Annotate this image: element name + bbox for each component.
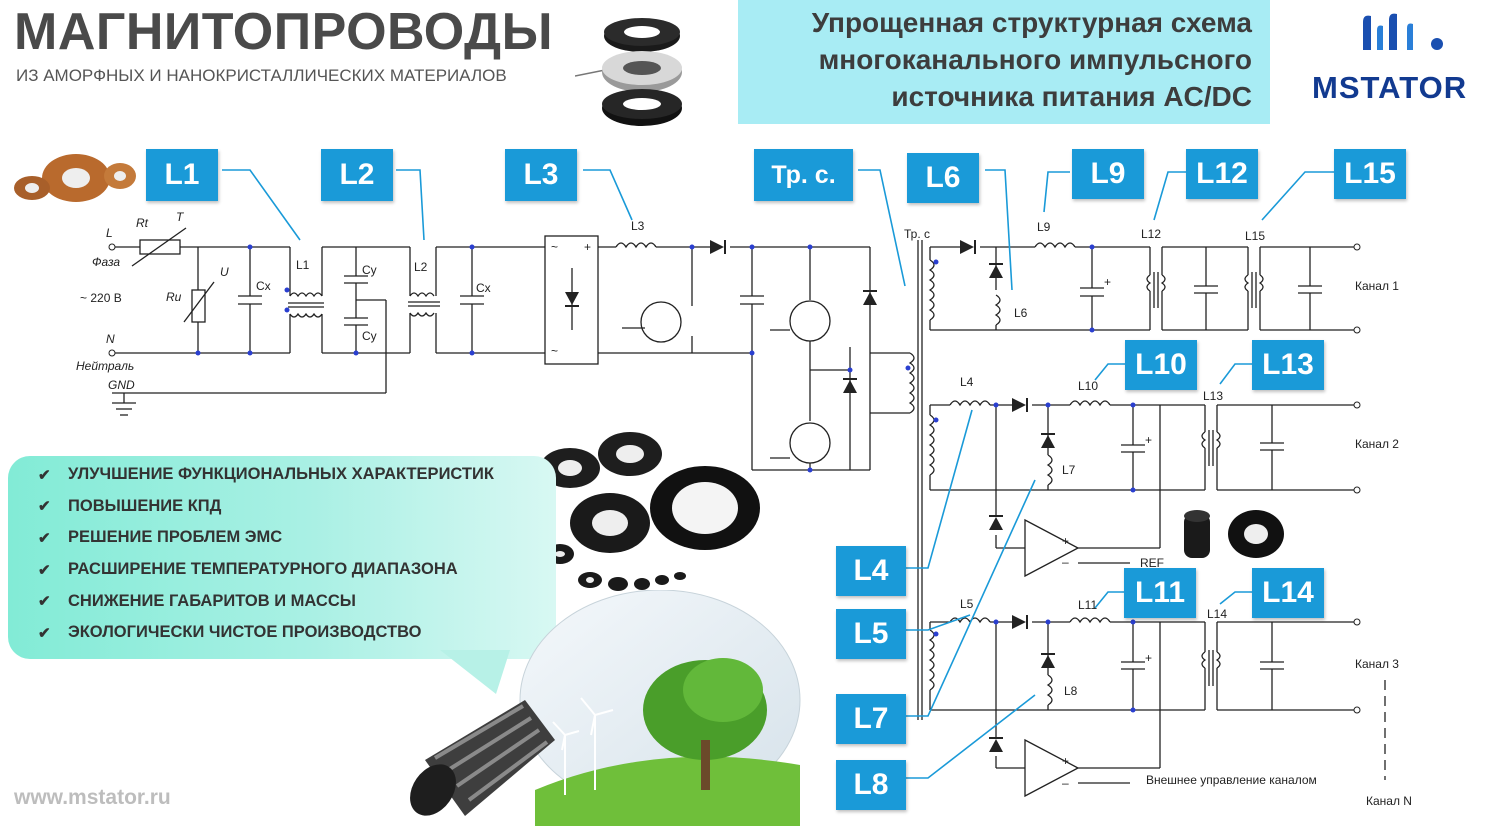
external-control-label: Внешнее управление каналом bbox=[1146, 773, 1317, 787]
diagram-title-line-1: Упрощенная структурная схема bbox=[811, 7, 1252, 38]
opamp-2-plus-label: + bbox=[1062, 754, 1070, 768]
l13-schematic-label: L13 bbox=[1203, 389, 1224, 403]
ru-label: Ru bbox=[166, 290, 182, 304]
diagram-title-line-2: многоканального импульсного bbox=[818, 44, 1252, 75]
opamp-1-plus-label: + bbox=[1062, 534, 1070, 548]
l10-schematic-label: L10 bbox=[1078, 379, 1099, 393]
rt-label: Rt bbox=[136, 216, 148, 230]
benefit-text: ЭКОЛОГИЧЕСКИ ЧИСТОЕ ПРОИЗВОДСТВО bbox=[68, 623, 422, 642]
rectifier-plus-label: + bbox=[584, 240, 592, 254]
channel-n-label: Канал N bbox=[1366, 794, 1412, 808]
rectifier-ac-in-label: ~ bbox=[551, 240, 559, 254]
benefits-list: ✔УЛУЧШЕНИЕ ФУНКЦИОНАЛЬНЫХ ХАРАКТЕРИСТИК … bbox=[38, 459, 494, 649]
benefits-panel bbox=[8, 456, 556, 659]
mstator-logo-icon bbox=[1363, 13, 1443, 51]
checkmark-icon: ✔ bbox=[38, 466, 51, 484]
badge-l11: L11 bbox=[1124, 568, 1196, 618]
l3-schematic-label: L3 bbox=[631, 219, 645, 233]
toroidal-inductors-image bbox=[14, 154, 136, 202]
checkmark-icon: ✔ bbox=[38, 624, 51, 642]
badge-l4: L4 bbox=[836, 546, 906, 596]
benefit-item: ✔ РЕШЕНИЕ ПРОБЛЕМ ЭМС bbox=[38, 522, 494, 554]
phase-label: Фаза bbox=[92, 255, 121, 269]
website-url: www.mstator.ru bbox=[14, 786, 171, 809]
badge-l7: L7 bbox=[836, 694, 906, 744]
c-plus-2-label: + bbox=[1145, 433, 1153, 447]
badge-l5: L5 bbox=[836, 609, 906, 659]
l11-schematic-label: L11 bbox=[1078, 598, 1098, 612]
eco-light-bulb-image bbox=[410, 590, 801, 826]
brand-logo-text: MSTATOR bbox=[1312, 70, 1468, 105]
badge-l10: L10 bbox=[1125, 340, 1197, 390]
checkmark-icon: ✔ bbox=[38, 498, 51, 516]
opamp-1-minus-label: – bbox=[1062, 555, 1069, 569]
page-subtitle: ИЗ АМОРФНЫХ И НАНОКРИСТАЛЛИЧЕСКИХ МАТЕРИ… bbox=[16, 66, 507, 85]
cy1-label: Cy bbox=[362, 263, 377, 277]
l1-schematic-label: L1 bbox=[296, 258, 310, 272]
l6-schematic-label: L6 bbox=[1014, 306, 1028, 320]
channel-1-label: Канал 1 bbox=[1355, 279, 1399, 293]
gnd-label: GND bbox=[108, 378, 135, 392]
benefit-text: СНИЖЕНИЕ ГАБАРИТОВ И МАССЫ bbox=[68, 591, 356, 610]
diagram-title-box: Упрощенная структурная схема многоканаль… bbox=[738, 0, 1270, 124]
channel-3-label: Канал 3 bbox=[1355, 657, 1399, 671]
l9-schematic-label: L9 bbox=[1037, 220, 1051, 234]
magnetic-cores-image bbox=[575, 18, 682, 126]
diagram-title-line-3: источника питания AC/DC bbox=[891, 81, 1252, 112]
badge-l15: L15 bbox=[1334, 149, 1406, 199]
checkmark-icon: ✔ bbox=[38, 593, 51, 611]
cx2-label: Cx bbox=[476, 281, 491, 295]
speech-bubble-tail bbox=[440, 650, 510, 694]
c-plus-3-label: + bbox=[1145, 651, 1153, 665]
opamp-2-minus-label: – bbox=[1062, 776, 1069, 790]
rectifier-ac-out-label: ~ bbox=[551, 344, 559, 358]
benefit-item: ✔ ПОВЫШЕНИЕ КПД bbox=[38, 491, 494, 523]
neutral-terminal-label: N bbox=[106, 332, 115, 346]
badge-l14: L14 bbox=[1252, 568, 1324, 618]
t-label: T bbox=[176, 210, 184, 224]
neutral-label: Нейтраль bbox=[76, 359, 135, 373]
l5-schematic-label: L5 bbox=[960, 597, 974, 611]
ferrite-cores-image bbox=[524, 432, 760, 591]
l8-schematic-label: L8 bbox=[1064, 684, 1078, 698]
benefit-text: РАСШИРЕНИЕ ТЕМПЕРАТУРНОГО ДИАПАЗОНА bbox=[68, 560, 458, 579]
badge-l12: L12 bbox=[1186, 149, 1258, 199]
benefit-item: ✔ ЭКОЛОГИЧЕСКИ ЧИСТОЕ ПРОИЗВОДСТВО bbox=[38, 617, 494, 649]
l15-schematic-label: L15 bbox=[1245, 229, 1266, 243]
badge-transformer: Тр. с. bbox=[754, 149, 853, 201]
l7-schematic-label: L7 bbox=[1062, 463, 1076, 477]
ref-label: REF bbox=[1140, 556, 1164, 570]
badge-l8: L8 bbox=[836, 760, 906, 810]
transformer-label: Тр. с bbox=[904, 227, 930, 241]
benefit-text: ПОВЫШЕНИЕ КПД bbox=[68, 496, 222, 515]
mains-voltage-label: ~ 220 В bbox=[80, 291, 122, 305]
badge-l3: L3 bbox=[505, 149, 577, 201]
u-label: U bbox=[220, 265, 229, 279]
l12-schematic-label: L12 bbox=[1141, 227, 1162, 241]
page-title: МАГНИТОПРОВОДЫ bbox=[14, 3, 553, 61]
l2-schematic-label: L2 bbox=[414, 260, 428, 274]
badge-l9: L9 bbox=[1072, 149, 1144, 199]
benefit-text: УЛУЧШЕНИЕ ФУНКЦИОНАЛЬНЫХ ХАРАКТЕРИСТИК bbox=[68, 465, 494, 484]
checkmark-icon: ✔ bbox=[38, 561, 51, 579]
core-samples-image bbox=[1184, 510, 1284, 558]
benefit-text: РЕШЕНИЕ ПРОБЛЕМ ЭМС bbox=[68, 528, 283, 547]
benefit-item: ✔ УЛУЧШЕНИЕ ФУНКЦИОНАЛЬНЫХ ХАРАКТЕРИСТИК bbox=[38, 459, 494, 491]
badge-l2: L2 bbox=[321, 149, 393, 201]
benefit-item: ✔ СНИЖЕНИЕ ГАБАРИТОВ И МАССЫ bbox=[38, 585, 494, 617]
badge-l6: L6 bbox=[907, 153, 979, 203]
badge-l13: L13 bbox=[1252, 340, 1324, 390]
c-plus-1-label: + bbox=[1104, 275, 1112, 289]
badge-l1: L1 bbox=[146, 149, 218, 201]
phase-terminal-label: L bbox=[106, 226, 113, 240]
benefit-item: ✔ РАСШИРЕНИЕ ТЕМПЕРАТУРНОГО ДИАПАЗОНА bbox=[38, 554, 494, 586]
cy2-label: Cy bbox=[362, 329, 377, 343]
l4-schematic-label: L4 bbox=[960, 375, 974, 389]
checkmark-icon: ✔ bbox=[38, 529, 51, 547]
channel-2-label: Канал 2 bbox=[1355, 437, 1399, 451]
cx1-label: Cx bbox=[256, 279, 271, 293]
l14-schematic-label: L14 bbox=[1207, 607, 1228, 621]
